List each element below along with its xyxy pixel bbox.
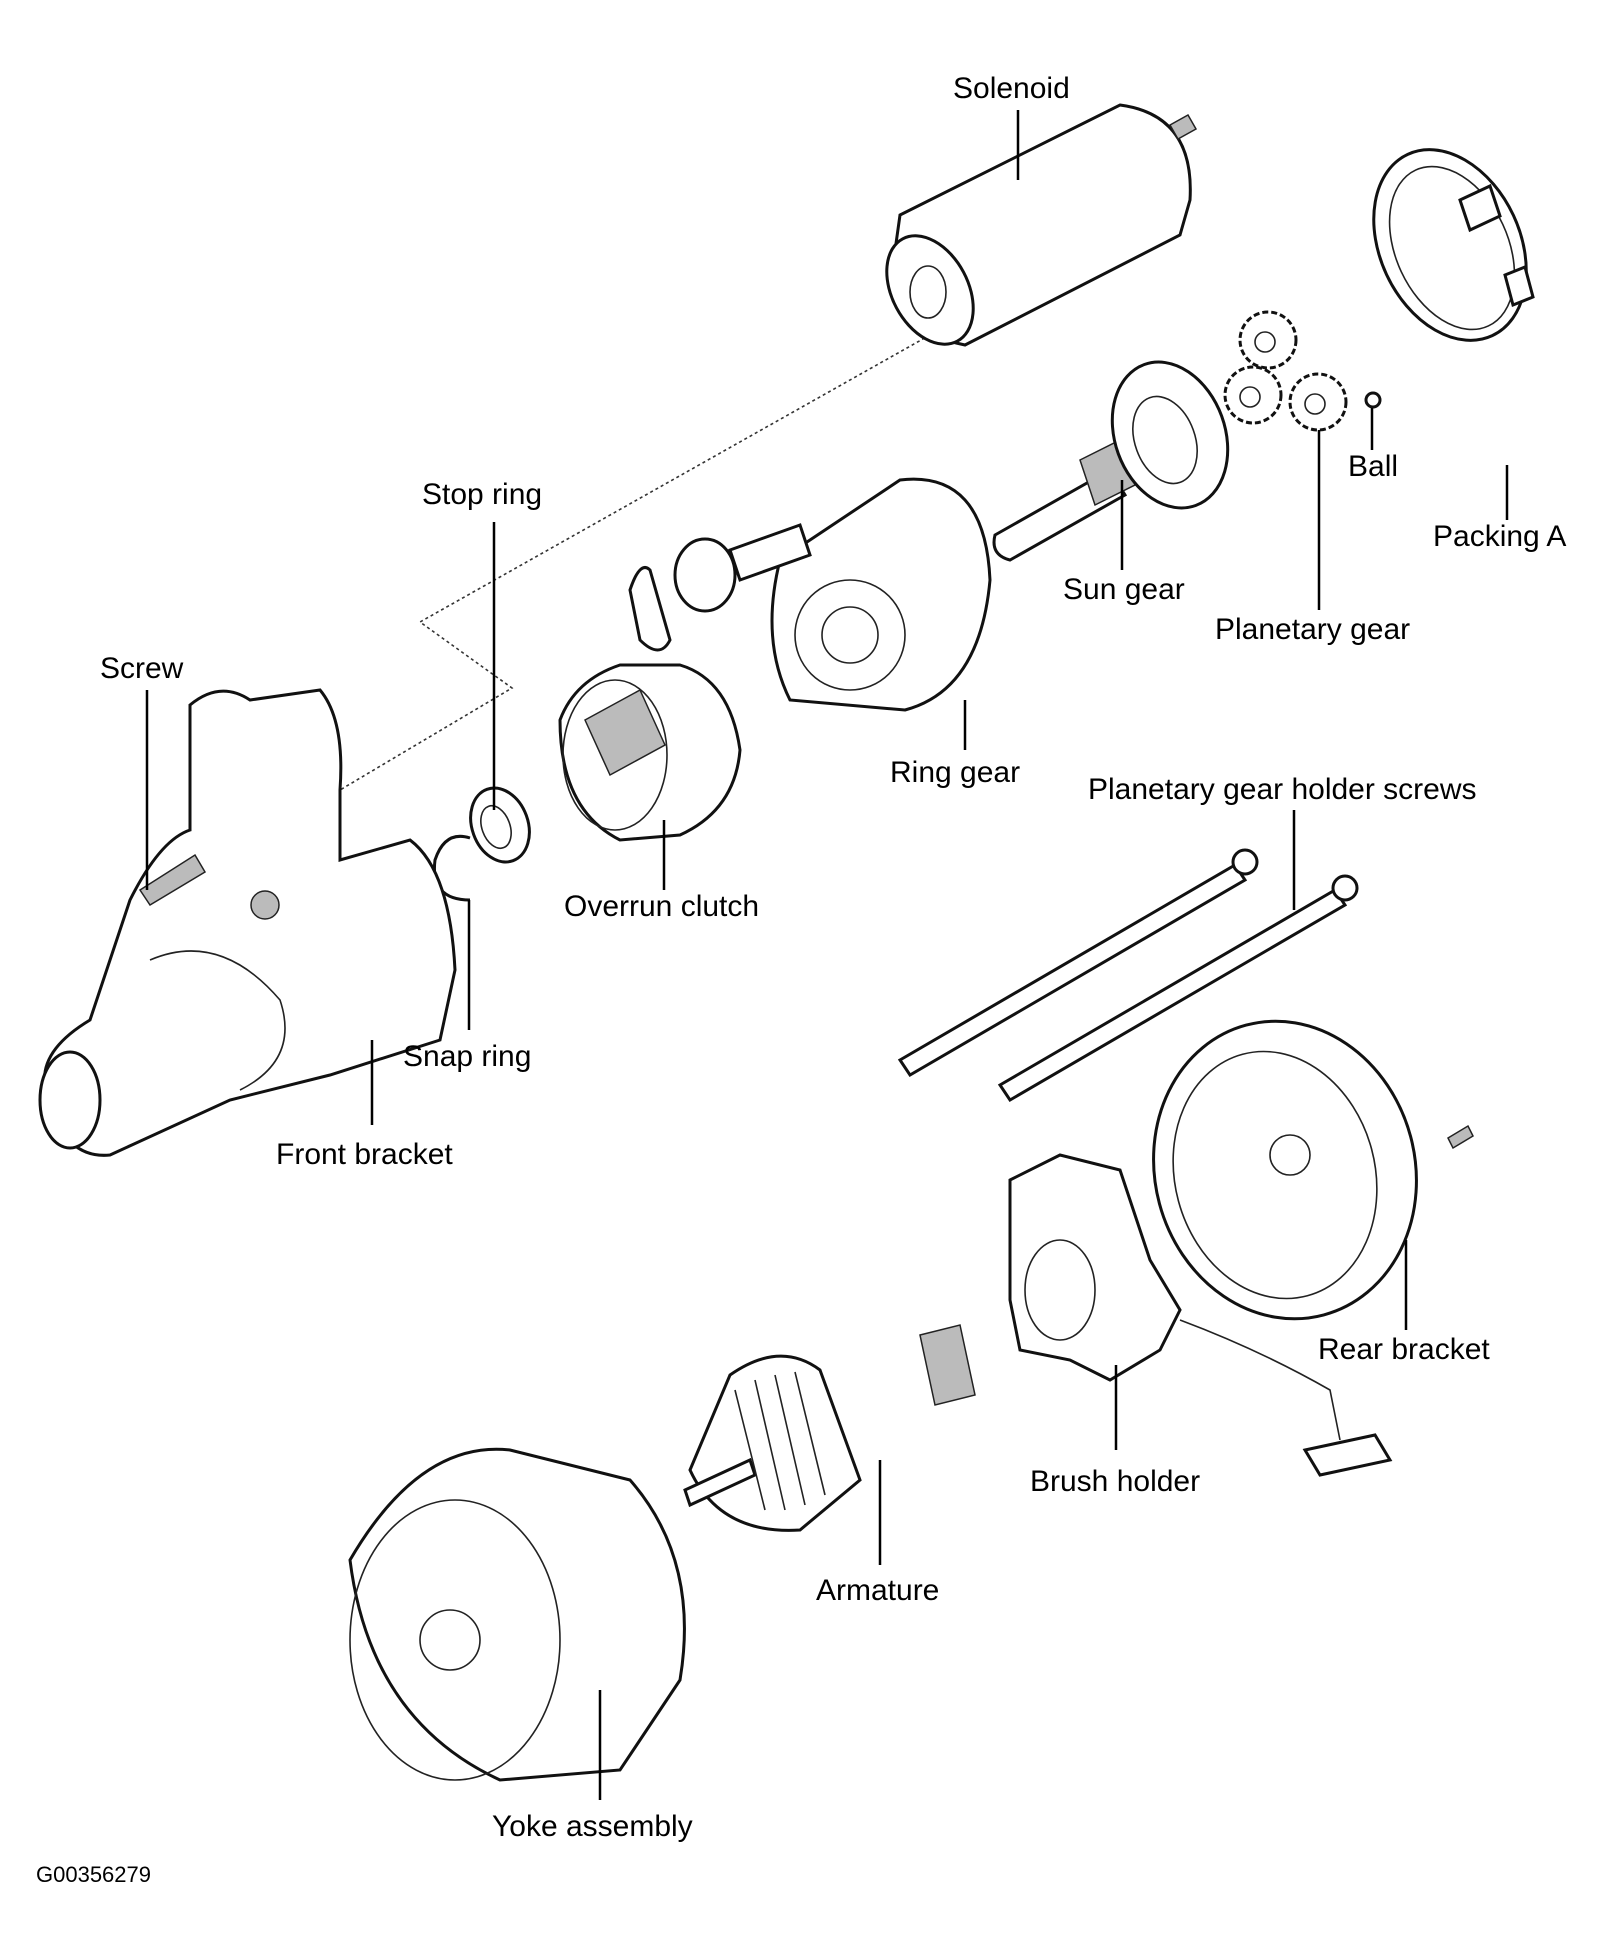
alignment-dashed-line bbox=[339, 334, 931, 791]
label-front-bracket: Front bracket bbox=[276, 1138, 453, 1171]
label-stop-ring: Stop ring bbox=[422, 478, 543, 511]
label-brush-holder: Brush holder bbox=[1030, 1465, 1201, 1498]
label-planetary-gear: Planetary gear bbox=[1215, 613, 1411, 646]
armature-part bbox=[683, 1324, 976, 1532]
front-bracket-part bbox=[38, 688, 457, 1157]
snap-ring-part bbox=[432, 834, 471, 902]
rear-bracket-part bbox=[1152, 1019, 1474, 1321]
label-armature: Armature bbox=[816, 1574, 940, 1607]
label-planetary-gear-holder-screws: Planetary gear holder screws bbox=[1088, 773, 1477, 806]
planetary-gears-part bbox=[1223, 310, 1348, 432]
label-solenoid: Solenoid bbox=[953, 72, 1070, 105]
sun-gear-part bbox=[992, 360, 1230, 562]
ball-part bbox=[1364, 391, 1382, 409]
label-ball: Ball bbox=[1348, 450, 1399, 483]
label-overrun-clutch: Overrun clutch bbox=[564, 890, 760, 923]
solenoid-part bbox=[885, 103, 1198, 347]
label-screw: Screw bbox=[100, 652, 184, 685]
label-snap-ring: Snap ring bbox=[403, 1040, 532, 1073]
label-rear-bracket: Rear bracket bbox=[1318, 1333, 1490, 1366]
screw-part bbox=[138, 853, 207, 907]
yoke-assembly-part bbox=[348, 1447, 686, 1782]
figure-code: G00356279 bbox=[36, 1862, 151, 1887]
packing-a-part bbox=[1372, 148, 1535, 342]
stop-ring-part bbox=[469, 786, 531, 864]
label-sun-gear: Sun gear bbox=[1063, 573, 1185, 606]
ring-gear-part bbox=[673, 477, 992, 712]
brush-holder-part bbox=[1008, 1153, 1393, 1477]
holder-screws-part bbox=[897, 848, 1359, 1103]
label-yoke-assembly: Yoke assembly bbox=[492, 1810, 693, 1843]
label-packing-a: Packing A bbox=[1433, 520, 1567, 553]
label-ring-gear: Ring gear bbox=[890, 756, 1021, 789]
overrun-clutch-part bbox=[558, 566, 742, 842]
